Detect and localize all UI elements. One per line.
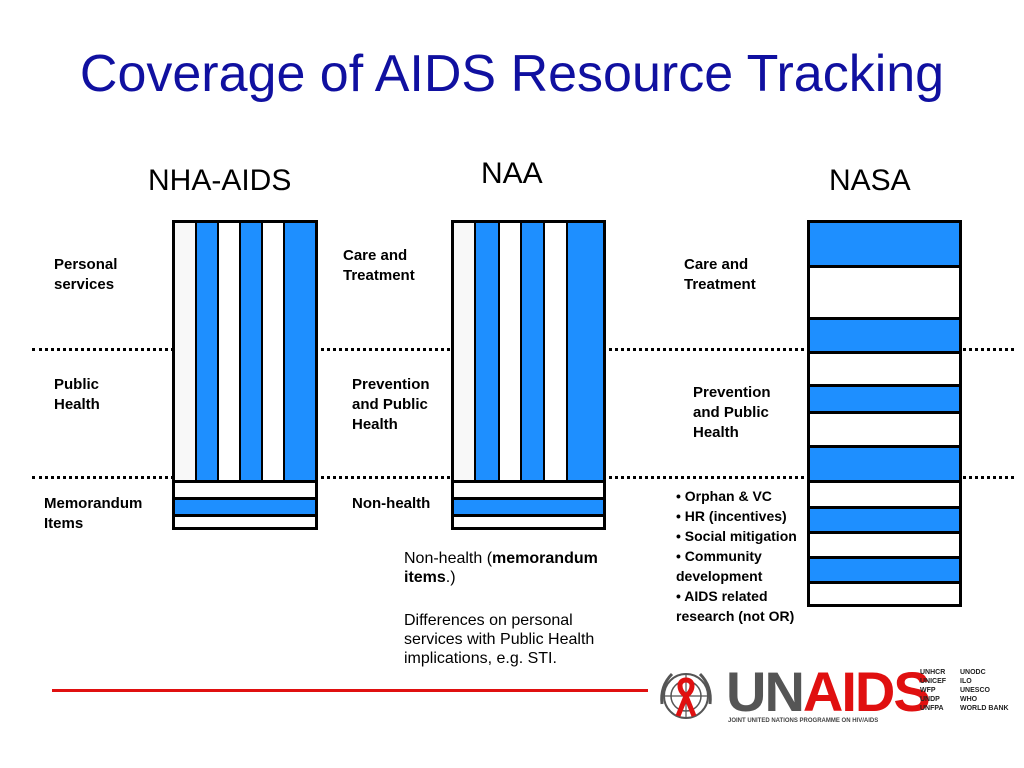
column-header-nha: NHA-AIDS [148, 164, 292, 197]
naa-band [454, 514, 603, 530]
logo-wordmark: UNAIDS [726, 664, 931, 720]
org-name: UNICEF [920, 678, 947, 685]
column-header-naa: NAA [481, 157, 543, 190]
org-name: WFP [920, 687, 936, 694]
naa-stripe [476, 223, 500, 480]
org-name: UNHCR [920, 669, 946, 676]
nha-stripe [175, 223, 197, 480]
note-text: Non-health ( [404, 550, 493, 567]
nasa-band [810, 556, 959, 581]
naa-stripe [545, 223, 568, 480]
nha-stripe [197, 223, 219, 480]
logo-un: UN [726, 660, 805, 723]
org-name: UNODC [960, 669, 986, 676]
nasa-box [807, 220, 962, 607]
nasa-band [810, 265, 959, 317]
naa-stripe [454, 223, 476, 480]
nha-stripe [285, 223, 315, 480]
accent-line [52, 689, 648, 692]
nasa-bullet: • HR (incentives) [676, 508, 787, 524]
naa-label-prevention: Prevention and Public Health [352, 376, 430, 433]
nha-band [175, 497, 315, 514]
page-title: Coverage of AIDS Resource Tracking [79, 45, 945, 103]
nasa-bullet: • Community development [676, 548, 763, 584]
naa-stripe [522, 223, 545, 480]
org-name: ILO [960, 678, 972, 685]
nasa-band [810, 445, 959, 480]
nha-label-public: Public Health [54, 376, 100, 413]
nha-stripe [241, 223, 263, 480]
org-name: UNDP [920, 696, 940, 703]
nasa-band [810, 506, 959, 531]
nasa-band [810, 480, 959, 506]
logo-aids: AIDS [802, 660, 931, 723]
logo-orgs-right: UNODC ILO UNESCO WHO WORLD BANK [960, 668, 1009, 713]
naa-stripe [500, 223, 522, 480]
nha-band [175, 514, 315, 530]
note-memorandum: Non-health (memorandum items.) [404, 549, 604, 587]
nha-label-personal: Personal services [54, 256, 118, 293]
naa-label-care: Care and Treatment [343, 247, 415, 284]
nasa-band [810, 351, 959, 384]
naa-box [451, 220, 606, 530]
nasa-label-care: Care and Treatment [684, 256, 756, 293]
nha-label-memo: Memorandum Items [44, 495, 143, 532]
note-bold-text: memorandum items [404, 550, 598, 586]
org-name: WORLD BANK [960, 705, 1009, 712]
naa-label-nonhealth: Non-health [352, 495, 431, 512]
org-name: UNFPA [920, 705, 944, 712]
nasa-bullet: • Social mitigation [676, 528, 797, 544]
un-emblem-icon [660, 672, 712, 719]
nasa-label-prevention: Prevention and Public Health [693, 384, 771, 441]
org-name: UNESCO [960, 687, 990, 694]
naa-band [454, 480, 603, 497]
logo-orgs-left: UNHCR UNICEF WFP UNDP UNFPA [920, 668, 946, 713]
nha-box [172, 220, 318, 530]
nasa-band [810, 384, 959, 411]
nha-stripe [219, 223, 241, 480]
logo-subtitle: JOINT UNITED NATIONS PROGRAMME ON HIV/AI… [728, 718, 879, 724]
nasa-band [810, 531, 959, 556]
nasa-bullet-list: • Orphan & VC • HR (incentives) • Social… [676, 486, 810, 626]
naa-band [454, 497, 603, 514]
note-differences: Differences on personal services with Pu… [404, 612, 595, 667]
nasa-band [810, 220, 959, 265]
nha-stripe [263, 223, 285, 480]
nasa-band [810, 317, 959, 351]
nasa-band [810, 411, 959, 445]
unaids-logo: UNAIDS JOINT UNITED NATIONS PROGRAMME ON… [656, 664, 1016, 728]
naa-stripe [568, 223, 603, 480]
note-text: .) [445, 569, 456, 586]
nasa-bullet: • AIDS related research (not OR) [676, 588, 795, 624]
nha-band [175, 480, 315, 497]
nasa-band [810, 581, 959, 604]
column-header-nasa: NASA [829, 164, 911, 197]
org-name: WHO [960, 696, 978, 703]
nasa-bullet: • Orphan & VC [676, 488, 772, 504]
